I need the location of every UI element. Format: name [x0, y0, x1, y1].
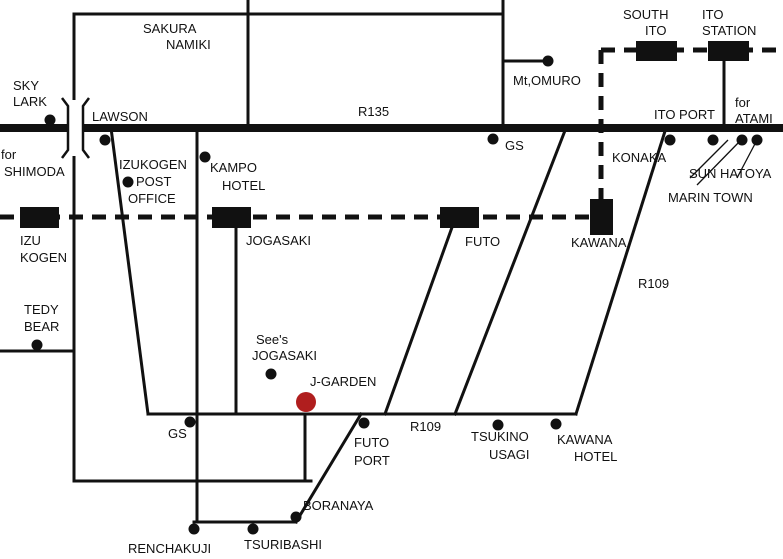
label-tsukino-usagi: USAGI [489, 447, 529, 462]
label-izukogen-post-office: POST [136, 174, 171, 189]
label-ito-station: STATION [702, 23, 756, 38]
label-kawana: KAWANA [571, 235, 627, 250]
label-r135: R135 [358, 104, 389, 119]
label-sees-jogasaki: JOGASAKI [252, 348, 317, 363]
label-sky-lark: LARK [13, 94, 47, 109]
label-r109-south: R109 [410, 419, 441, 434]
road-futo-port-diagonal [293, 411, 364, 525]
label-marin-town: MARIN TOWN [668, 190, 753, 205]
stations [20, 41, 749, 235]
label-izukogen-post-office: OFFICE [128, 191, 176, 206]
poi-marin-town-a [707, 134, 719, 146]
station-kawana [590, 199, 613, 235]
local-roads [0, 0, 726, 525]
label-mt-omuro: Mt,OMURO [513, 73, 581, 88]
label-j-garden: J-GARDEN [310, 374, 376, 389]
station-south-ito [636, 41, 677, 61]
label-tedy-bear: BEAR [24, 319, 59, 334]
poi-kawana-hotel [550, 418, 562, 430]
label-tedy-bear: TEDY [24, 302, 59, 317]
label-izu-kogen: KOGEN [20, 250, 67, 265]
label-konaka: KONAKA [612, 150, 667, 165]
poi-sky-lark [44, 114, 56, 126]
poi-tsuribashi [247, 523, 259, 535]
label-izu-kogen: IZU [20, 233, 41, 248]
poi-sees-jogasaki [265, 368, 277, 380]
label-sky-lark: SKY [13, 78, 39, 93]
map-labels: SAKURA NAMIKI SOUTH ITO ITO STATION SKY … [1, 7, 773, 556]
poi-gs-north [487, 133, 499, 145]
leader-lines [689, 139, 758, 186]
label-tsuribashi: TSURIBASHI [244, 537, 322, 552]
label-sees-jogasaki: See's [256, 332, 289, 347]
label-sakura-namiki: SAKURA [143, 21, 197, 36]
label-r109-east: R109 [638, 276, 669, 291]
road-gs-diagonal [453, 126, 568, 416]
poi-gs-south [184, 416, 196, 428]
label-ito-port: ITO PORT [654, 107, 715, 122]
poi-konaka [664, 134, 676, 146]
label-lawson: LAWSON [92, 109, 148, 124]
label-for-shimoda: SHIMODA [4, 164, 65, 179]
destination-marker-j-garden[interactable] [296, 392, 316, 412]
label-boranaya: BORANAYA [303, 498, 374, 513]
poi-tsukino-usagi [492, 419, 504, 431]
label-for-shimoda: for [1, 147, 17, 162]
overpass-mark [61, 97, 90, 159]
poi-marin-town-b [736, 134, 748, 146]
label-ito-station: ITO [702, 7, 723, 22]
poi-tedy-bear [31, 339, 43, 351]
poi-boranaya [290, 511, 302, 523]
label-kawana-hotel: HOTEL [574, 449, 617, 464]
label-futo: FUTO [465, 234, 500, 249]
station-izu-kogen [20, 207, 59, 228]
label-jogasaki: JOGASAKI [246, 233, 311, 248]
railway-line [0, 47, 783, 220]
label-kawana-hotel: KAWANA [557, 432, 613, 447]
label-kampo-hotel: HOTEL [222, 178, 265, 193]
road-futo-diagonal [383, 217, 457, 416]
poi-sun-hatoya [751, 134, 763, 146]
poi-lawson [99, 134, 111, 146]
road-west-diagonal [109, 126, 150, 416]
label-for-atami: ATAMI [735, 111, 773, 126]
station-ito [708, 41, 749, 61]
label-izukogen-post-office: IZUKOGEN [119, 157, 187, 172]
label-south-ito: ITO [645, 23, 666, 38]
station-futo [440, 207, 479, 228]
label-sakura-namiki: NAMIKI [166, 37, 211, 52]
label-gs-north: GS [505, 138, 524, 153]
label-for-atami: for [735, 95, 751, 110]
label-sun-hatoya: SUN HATOYA [689, 166, 772, 181]
label-tsukino-usagi: TSUKINO [471, 429, 529, 444]
leader-sun-hatoya [736, 139, 758, 179]
poi-mt-omuro [542, 55, 554, 67]
label-south-ito: SOUTH [623, 7, 669, 22]
label-futo-port: PORT [354, 453, 390, 468]
poi-izukogen-post-office [122, 176, 134, 188]
label-gs-south: GS [168, 426, 187, 441]
station-jogasaki [212, 207, 251, 228]
label-futo-port: FUTO [354, 435, 389, 450]
points-of-interest [31, 55, 763, 535]
poi-kampo-hotel [199, 151, 211, 163]
poi-futo-port [358, 417, 370, 429]
label-renchakuji: RENCHAKUJI [128, 541, 211, 556]
label-kampo-hotel: KAMPO [210, 160, 257, 175]
poi-renchakuji [188, 523, 200, 535]
leader-marin-town-2 [696, 139, 742, 186]
road-r109-east [574, 126, 668, 416]
leader-marin-town-1 [689, 139, 729, 179]
